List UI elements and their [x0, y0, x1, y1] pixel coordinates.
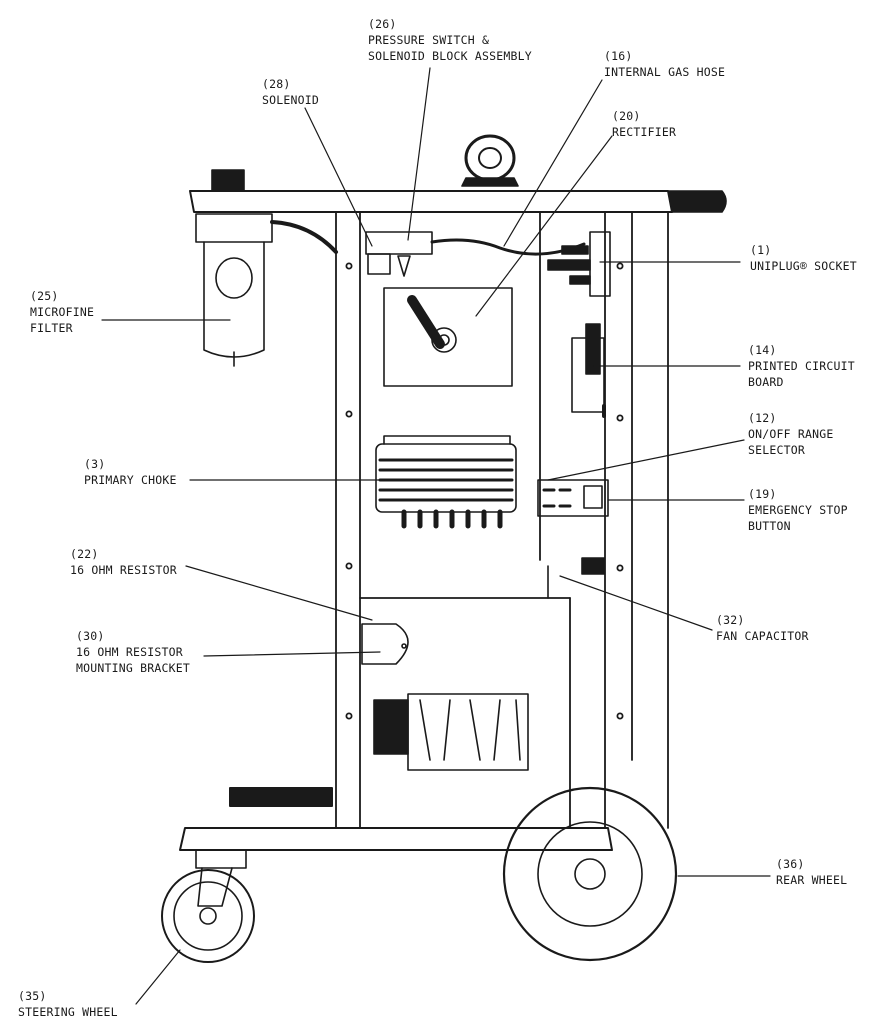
solenoid-block	[365, 231, 586, 277]
base	[179, 787, 613, 851]
fan-capacitor	[547, 557, 605, 599]
label-range-selector-line2: SELECTOR	[748, 443, 805, 457]
label-range-selector-line1: ON/OFF RANGE	[748, 427, 834, 441]
label-steering-wheel-line1: STEERING WHEEL	[18, 1005, 118, 1019]
label-emergency-stop: (19) EMERGENCY STOP BUTTON	[748, 486, 848, 534]
label-printed-circuit-board: (14) PRINTED CIRCUIT BOARD	[748, 342, 855, 390]
label-microfine-filter-line2: FILTER	[30, 321, 73, 335]
label-internal-gas-hose-line1: INTERNAL GAS HOSE	[604, 65, 726, 79]
label-emergency-stop-line2: BUTTON	[748, 519, 791, 533]
label-ohm-resistor: (22) 16 OHM RESISTOR	[70, 546, 177, 578]
label-emergency-stop-num: (19)	[748, 487, 777, 501]
microfine-filter	[195, 169, 338, 367]
label-microfine-filter: (25) MICROFINE FILTER	[30, 288, 94, 336]
label-internal-gas-hose-num: (16)	[604, 49, 633, 63]
lifting-eye	[461, 134, 519, 187]
uniplug-socket	[547, 231, 611, 297]
label-uniplug-socket: (1) UNIPLUG® SOCKET	[750, 242, 857, 274]
label-fan-capacitor: (32) FAN CAPACITOR	[716, 612, 809, 644]
label-microfine-filter-line1: MICROFINE	[30, 305, 95, 319]
label-printed-circuit-board-line2: BOARD	[748, 375, 784, 389]
label-rectifier-num: (20)	[612, 109, 641, 123]
fan-shroud	[373, 693, 529, 771]
label-rectifier: (20) RECTIFIER	[612, 108, 676, 140]
top-panel	[189, 190, 727, 213]
label-fan-capacitor-num: (32)	[716, 613, 745, 627]
label-emergency-stop-line1: EMERGENCY STOP	[748, 503, 848, 517]
rear-wheel-drawing	[502, 786, 678, 962]
label-range-selector: (12) ON/OFF RANGE SELECTOR	[748, 410, 833, 458]
steering-wheel-drawing	[161, 849, 255, 963]
label-printed-circuit-board-line1: PRINTED CIRCUIT	[748, 359, 855, 373]
frame	[335, 211, 669, 829]
label-steering-wheel-num: (35)	[18, 989, 47, 1003]
range-selector	[537, 479, 609, 517]
label-fan-capacitor-line1: FAN CAPACITOR	[716, 629, 809, 643]
label-ohm-resistor-line1: 16 OHM RESISTOR	[70, 563, 177, 577]
label-pressure-switch-num: (26)	[368, 17, 397, 31]
label-solenoid-num: (28)	[262, 77, 291, 91]
label-uniplug-socket-num: (1)	[750, 243, 772, 257]
label-pressure-switch: (26) PRESSURE SWITCH & SOLENOID BLOCK AS…	[368, 16, 532, 64]
label-resistor-bracket-line2: MOUNTING BRACKET	[76, 661, 190, 675]
resistor-bracket	[361, 623, 409, 665]
primary-choke	[375, 435, 517, 529]
label-ohm-resistor-num: (22)	[70, 547, 99, 561]
label-solenoid: (28) SOLENOID	[262, 76, 319, 108]
label-uniplug-socket-line1: UNIPLUG® SOCKET	[750, 259, 857, 273]
label-printed-circuit-board-num: (14)	[748, 343, 777, 357]
printed-circuit-board	[571, 323, 606, 418]
label-range-selector-num: (12)	[748, 411, 777, 425]
label-rear-wheel-line1: REAR WHEEL	[776, 873, 848, 887]
label-rectifier-line1: RECTIFIER	[612, 125, 677, 139]
label-primary-choke-line1: PRIMARY CHOKE	[84, 473, 177, 487]
label-resistor-bracket: (30) 16 OHM RESISTOR MOUNTING BRACKET	[76, 628, 190, 676]
label-primary-choke: (3) PRIMARY CHOKE	[84, 456, 177, 488]
label-internal-gas-hose: (16) INTERNAL GAS HOSE	[604, 48, 725, 80]
label-pressure-switch-line1: PRESSURE SWITCH &	[368, 33, 490, 47]
label-rear-wheel-num: (36)	[776, 857, 805, 871]
label-pressure-switch-line2: SOLENOID BLOCK ASSEMBLY	[368, 49, 532, 63]
rectifier	[383, 287, 513, 387]
label-resistor-bracket-num: (30)	[76, 629, 105, 643]
label-primary-choke-num: (3)	[84, 457, 106, 471]
label-steering-wheel: (35) STEERING WHEEL	[18, 988, 118, 1020]
label-solenoid-line1: SOLENOID	[262, 93, 319, 107]
label-microfine-filter-num: (25)	[30, 289, 59, 303]
label-resistor-bracket-line1: 16 OHM RESISTOR	[76, 645, 183, 659]
leader-lines	[101, 67, 771, 1005]
label-rear-wheel: (36) REAR WHEEL	[776, 856, 847, 888]
